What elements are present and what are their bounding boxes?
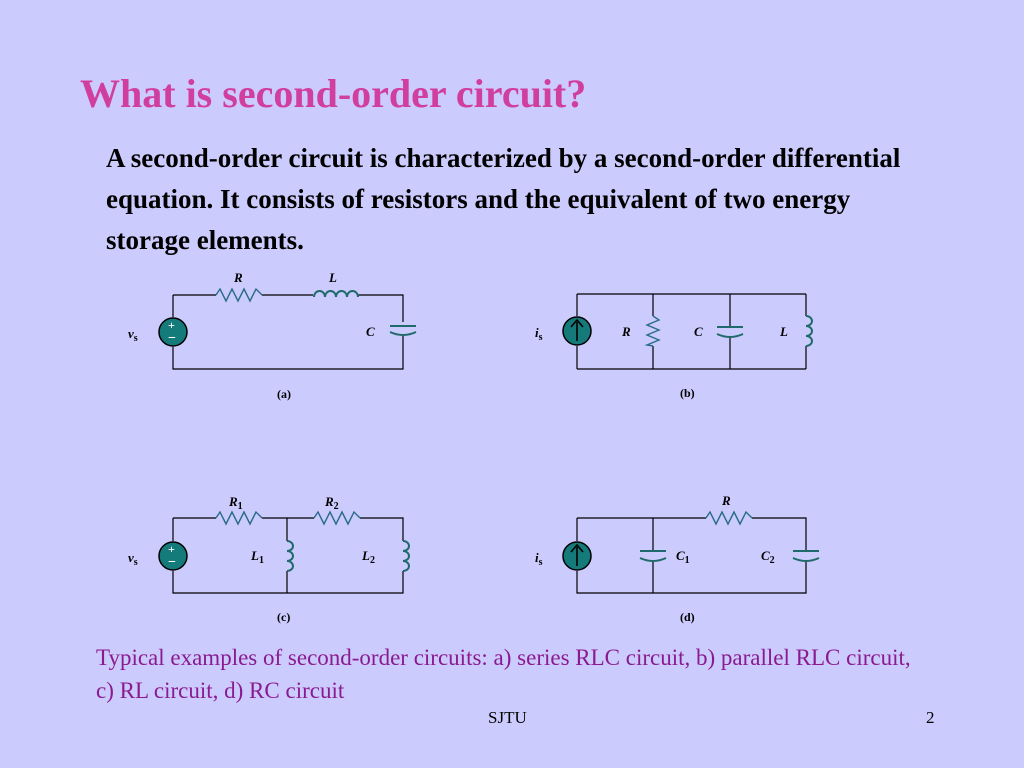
- label-source-c: vs: [128, 550, 138, 568]
- label-c-a: C: [366, 324, 375, 339]
- label-r-a: R: [233, 270, 243, 285]
- inductor-l2-c: [402, 540, 410, 572]
- circuit-c: + − vs R1 R2 L1 L2 (c): [128, 494, 410, 624]
- inductor-l-a: [313, 290, 359, 298]
- svg-text:−: −: [168, 555, 176, 570]
- label-l2-c: L2: [361, 548, 375, 566]
- svg-text:+: +: [168, 318, 175, 332]
- intro-paragraph: A second-order circuit is characterized …: [106, 143, 901, 255]
- tag-c: (c): [277, 610, 290, 624]
- resistor-r2-c: [313, 510, 361, 526]
- label-r-d: R: [721, 493, 731, 508]
- resistor-r1-c: [215, 510, 263, 526]
- voltage-source-c: [158, 541, 188, 571]
- label-r1-c: R1: [228, 494, 243, 512]
- label-c2-d: C2: [761, 548, 775, 566]
- label-r-b: R: [621, 324, 631, 339]
- label-source-d: is: [535, 550, 543, 568]
- inductor-l-b: [805, 315, 813, 347]
- circuit-a: + − vs R L C (a): [128, 270, 417, 401]
- slide-title: What is second-order circuit?: [80, 71, 587, 116]
- label-l-b: L: [779, 324, 788, 339]
- capacitor-c-a: [389, 325, 417, 336]
- capacitor-c-b: [716, 326, 744, 338]
- capacitor-c2-d: [792, 550, 820, 562]
- svg-text:−: −: [168, 331, 176, 346]
- svg-text:+: +: [168, 542, 175, 556]
- circuit-diagrams: + − vs R L C (a) is R C L (b) + − vs R1 …: [128, 270, 820, 624]
- circuit-d: is R C1 C2 (d): [535, 493, 820, 624]
- tag-a: (a): [277, 387, 291, 401]
- label-c1-d: C1: [676, 548, 690, 566]
- tag-b: (b): [680, 386, 695, 400]
- tag-d: (d): [680, 610, 695, 624]
- label-source-b: is: [535, 325, 543, 343]
- resistor-r-d: [705, 510, 753, 526]
- label-source-a: vs: [128, 326, 138, 344]
- resistor-r-b: [644, 315, 661, 347]
- label-l-a: L: [328, 270, 337, 285]
- footer-text: SJTU: [488, 708, 527, 727]
- circuit-b: is R C L (b): [535, 293, 813, 400]
- label-l1-c: L1: [250, 548, 264, 566]
- label-c-b: C: [694, 324, 703, 339]
- inductor-l1-c: [286, 540, 294, 572]
- page-number: 2: [926, 708, 935, 727]
- voltage-source-a: [158, 317, 188, 347]
- label-r2-c: R2: [324, 494, 339, 512]
- capacitor-c1-d: [639, 550, 667, 562]
- figure-caption: Typical examples of second-order circuit…: [96, 645, 911, 703]
- resistor-r-a: [215, 287, 263, 303]
